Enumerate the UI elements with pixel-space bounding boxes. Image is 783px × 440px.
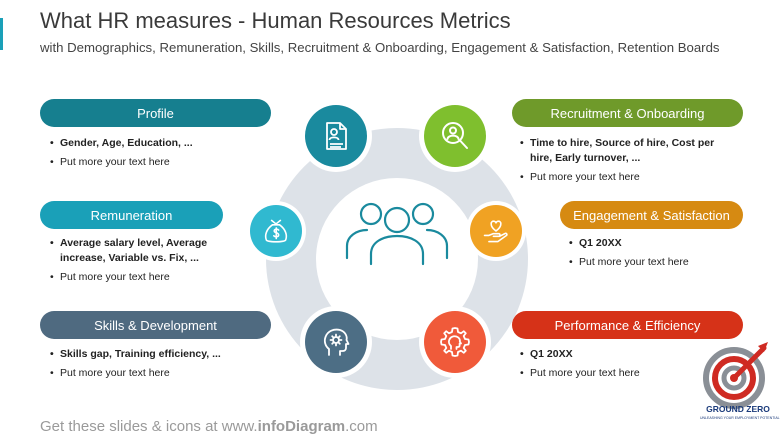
list-item: Time to hire, Source of hire, Cost per h… xyxy=(520,136,720,166)
profile-node[interactable] xyxy=(300,100,372,172)
list-item: Put more your text here xyxy=(520,366,690,381)
list-item: Q1 20XX xyxy=(520,347,690,362)
list-item: Put more your text here xyxy=(50,366,250,381)
skills-bullets: Skills gap, Training efficiency, ... Put… xyxy=(50,347,250,385)
target-arrow-icon xyxy=(703,342,768,409)
footer-prefix: Get these slides & icons at www. xyxy=(40,418,258,435)
recruitment-bullets: Time to hire, Source of hire, Cost per h… xyxy=(520,136,720,189)
people-group-icon xyxy=(345,202,449,266)
money-bag-icon xyxy=(264,219,288,243)
remuneration-bullets: Average salary level, Average increase, … xyxy=(50,236,225,289)
recruitment-node[interactable] xyxy=(419,100,491,172)
list-item: Put more your text here xyxy=(50,155,250,170)
remuneration-pill[interactable]: Remuneration xyxy=(40,201,223,229)
performance-bullets: Q1 20XX Put more your text here xyxy=(520,347,690,385)
logo-tagline: UNLEASHING YOUR EMPLOYMENT POTENTIAL xyxy=(700,416,780,420)
head-gear-performance-icon xyxy=(440,327,470,357)
skills-pill[interactable]: Skills & Development xyxy=(40,311,271,339)
page-title: What HR measures - Human Resources Metri… xyxy=(40,8,511,33)
engagement-pill[interactable]: Engagement & Satisfaction xyxy=(560,201,743,229)
page-subtitle: with Demographics, Remuneration, Skills,… xyxy=(40,40,720,55)
engagement-node[interactable] xyxy=(466,201,526,261)
recruitment-pill[interactable]: Recruitment & Onboarding xyxy=(512,99,743,127)
footer-credit[interactable]: Get these slides & icons at www.infoDiag… xyxy=(40,418,378,435)
profile-pill[interactable]: Profile xyxy=(40,99,271,127)
profile-bullets: Gender, Age, Education, ... Put more you… xyxy=(50,136,250,174)
list-item: Q1 20XX xyxy=(569,236,739,251)
list-item: Put more your text here xyxy=(50,270,225,285)
heart-hand-icon xyxy=(483,220,508,243)
accent-strip xyxy=(0,18,3,50)
list-item: Skills gap, Training efficiency, ... xyxy=(50,347,250,362)
performance-pill[interactable]: Performance & Efficiency xyxy=(512,311,743,339)
list-item: Put more your text here xyxy=(520,170,720,185)
list-item: Put more your text here xyxy=(569,255,739,270)
engagement-bullets: Q1 20XX Put more your text here xyxy=(569,236,739,274)
logo-name: GROUND ZERO xyxy=(706,404,770,414)
head-gear-icon xyxy=(323,328,350,356)
skills-node[interactable] xyxy=(300,306,372,378)
performance-node[interactable] xyxy=(419,306,491,378)
remuneration-node[interactable] xyxy=(246,201,306,261)
list-item: Average salary level, Average increase, … xyxy=(50,236,225,266)
footer-brand: infoDiagram xyxy=(257,418,346,435)
list-item: Gender, Age, Education, ... xyxy=(50,136,250,151)
magnifier-user-icon xyxy=(442,122,468,149)
document-user-icon xyxy=(326,122,347,150)
footer-suffix: .com xyxy=(345,418,378,435)
